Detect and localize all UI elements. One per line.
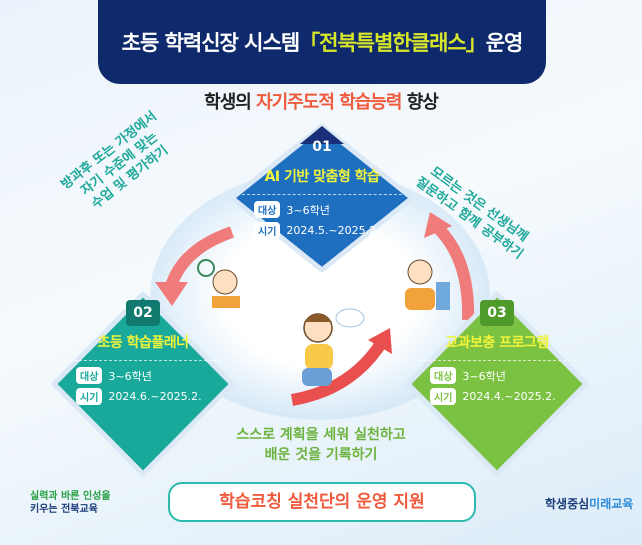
subtitle-suffix: 향상 xyxy=(401,92,439,113)
period-value: 2024.6.~2025.2. xyxy=(108,390,202,403)
program-number: 01 xyxy=(312,139,332,155)
target-label: 대상 xyxy=(430,367,457,384)
logo-right-a: 학생중심 xyxy=(545,497,590,511)
subtitle-highlight: 자기주도적 학습능력 xyxy=(256,92,402,113)
boy-with-book-illustration xyxy=(197,259,240,308)
arrow-up-head xyxy=(368,328,392,354)
program-number: 02 xyxy=(126,300,160,326)
logo-right-b: 미래교육 xyxy=(589,497,634,511)
diamond-02 xyxy=(51,291,235,477)
subtitle-prefix: 학생의 xyxy=(204,92,257,113)
arrow-left-head xyxy=(155,282,188,306)
subtitle: 학생의 자기주도적 학습능력 향상 xyxy=(0,88,642,114)
caption-line: 배운 것을 기록하기 xyxy=(264,447,378,463)
title-banner: 초등 학력신장 시스템 「전북특별한클래스」 운영 xyxy=(98,0,546,84)
badge-01-bg xyxy=(300,126,344,144)
period-label: 시기 xyxy=(76,388,103,405)
logo-left-line1: 실력과 바른 인성을 xyxy=(30,491,111,502)
target-label: 대상 xyxy=(254,201,281,218)
program-card-02: 02 초등 학습플래너 대상 3~6학년 시기 2024.6.~2025.2. xyxy=(54,300,232,405)
period-value: 2024.4.~2025.2. xyxy=(462,390,556,403)
student-illustration xyxy=(302,308,365,386)
caption-line: 스스로 계획을 세워 실천하고 xyxy=(236,427,406,443)
program-title: 교과보충 프로그램 xyxy=(445,335,549,351)
target-value: 3~6학년 xyxy=(462,369,506,383)
diamond-03 xyxy=(405,291,589,477)
teacher-illustration xyxy=(405,259,450,310)
title-suffix: 운영 xyxy=(485,31,524,55)
arrow-up-icon xyxy=(290,341,385,406)
center-caption: 스스로 계획을 세워 실천하고 배운 것을 기록하기 xyxy=(200,425,442,465)
program-card-01: 01 AI 기반 맞춤형 학습 대상 3~6학년 시기 2024.5.~2025.2… xyxy=(232,134,412,239)
logo-student-centered: 학생중심미래교육 xyxy=(545,495,633,512)
divider xyxy=(418,360,576,361)
program-card-03: 03 교과보충 프로그램 대상 3~6학년 시기 2024.4.~2025.2. xyxy=(408,300,586,405)
divider xyxy=(64,360,222,361)
target-value: 3~6학년 xyxy=(286,203,330,217)
program-title: 초등 학습플래너 xyxy=(97,335,189,351)
logo-left-line2: 키우는 전북교육 xyxy=(30,504,98,515)
title-highlight: 「전북특별한클래스」 xyxy=(299,31,487,55)
title-prefix: 초등 학력신장 시스템 xyxy=(121,31,301,55)
divider xyxy=(242,194,402,195)
target-label: 대상 xyxy=(76,367,103,384)
logo-jeonbuk-education: 실력과 바른 인성을 키우는 전북교육 xyxy=(30,490,111,516)
arrow-right-icon xyxy=(433,223,475,321)
program-number: 03 xyxy=(480,300,514,326)
arrow-right-head xyxy=(424,212,452,238)
period-label: 시기 xyxy=(254,222,281,239)
program-title: AI 기반 맞춤형 학습 xyxy=(264,169,380,185)
period-value: 2024.5.~2025.2. xyxy=(286,224,380,237)
coaching-box: 학습코칭 실천단의 운영 지원 xyxy=(168,482,476,522)
target-value: 3~6학년 xyxy=(108,369,152,383)
period-label: 시기 xyxy=(430,388,457,405)
